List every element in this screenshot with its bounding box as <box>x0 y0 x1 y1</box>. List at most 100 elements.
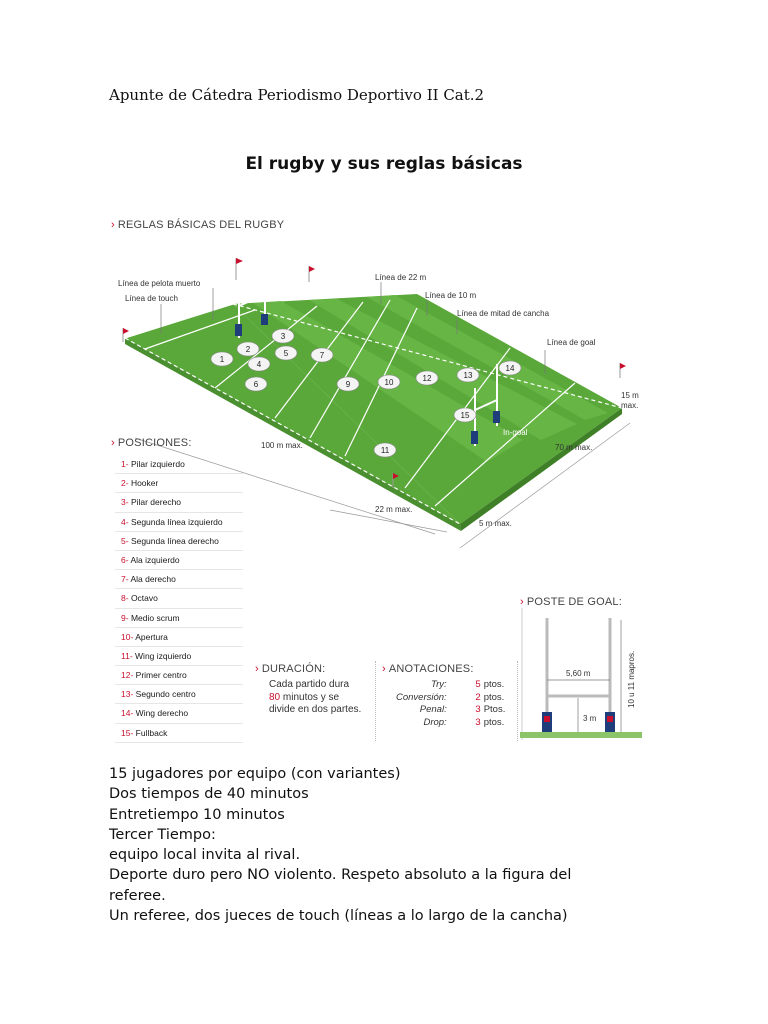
position-number: 1- <box>121 459 129 469</box>
label-touch-line: Línea de touch <box>125 294 178 303</box>
dead-ball-line <box>124 303 234 339</box>
label-distance-22: 22 m max. <box>375 505 412 514</box>
position-item: 8- Octavo <box>115 589 243 609</box>
player-marker: 10 <box>377 374 401 390</box>
position-number: 14- <box>121 708 134 719</box>
goal-post-diagram: 5,60 m 3 m 10 u 11 mapros. <box>520 608 642 740</box>
position-name: Pilar derecho <box>130 497 182 508</box>
player-number: 2 <box>246 345 251 354</box>
rugby-field-diagram: Línea de pelota muerto Línea de touch Lí… <box>118 258 639 549</box>
duration-value: 80 <box>269 691 281 703</box>
goal-line-right <box>434 382 576 507</box>
position-number: 4- <box>121 516 129 527</box>
position-number: 10- <box>121 631 134 642</box>
scores-heading: ›ANOTACIONES: <box>382 663 474 675</box>
duration-heading: ›DURACIÓN: <box>255 663 326 675</box>
figure-heading: ›REGLAS BÁSICAS DEL RUGBY <box>111 219 285 231</box>
position-item: 3- Pilar derecho <box>115 493 243 513</box>
player-marker: 5 <box>274 345 298 361</box>
duration-panel: ›DURACIÓN: Cada partido dura 80 minutos … <box>255 661 376 741</box>
label-line-10: Línea de 10 m <box>425 291 476 300</box>
score-value: 3 <box>475 704 481 715</box>
player-number: 9 <box>346 380 351 389</box>
player-marker: 2 <box>236 341 260 357</box>
player-marker: 1 <box>210 351 234 367</box>
position-name: Medio scrum <box>130 612 180 623</box>
position-number: 11- <box>121 650 133 661</box>
position-number: 2- <box>121 478 129 489</box>
rugby-infographic: ›REGLAS BÁSICAS DEL RUGBY <box>105 208 650 748</box>
position-item: 9- Medio scrum <box>115 609 243 628</box>
goal-width-label: 5,60 m <box>566 669 591 678</box>
corner-flag <box>122 328 129 342</box>
score-label: Drop: <box>423 716 447 728</box>
position-item: 13- Segundo centro <box>115 685 243 705</box>
player-number: 13 <box>464 371 473 380</box>
positions-heading: ›POSICIONES: <box>111 437 192 449</box>
player-marker: 7 <box>310 347 334 363</box>
label-goal-line: Línea de goal <box>547 338 596 347</box>
field-surface-left <box>125 304 460 524</box>
position-number: 8- <box>121 593 129 604</box>
player-marker: 15 <box>453 407 477 423</box>
score-value: 5 <box>475 679 481 690</box>
player-marker: 9 <box>336 376 360 392</box>
label-distance-5: 5 m max. <box>479 519 512 528</box>
position-name: Ala derecho <box>130 574 176 585</box>
position-name: Segunda línea izquierdo <box>130 516 223 527</box>
position-item: 10- Apertura <box>115 628 243 647</box>
goal-post-left <box>235 262 268 338</box>
position-number: 5- <box>121 535 129 546</box>
touch-line-near <box>124 337 461 525</box>
label-width-70: 70 m max. <box>555 443 592 452</box>
position-name: Ala izquierdo <box>130 554 180 565</box>
position-number: 12- <box>121 670 134 681</box>
position-name: Apertura <box>135 631 168 642</box>
goal-post-heading: ›POSTE DE GOAL: <box>520 596 622 608</box>
player-number: 14 <box>506 364 515 373</box>
body-text: 15 jugadores por equipo (con variantes) D… <box>109 764 629 926</box>
position-item: 12- Primer centro <box>115 666 243 686</box>
body-paragraph: 15 jugadores por equipo (con variantes) <box>109 766 401 782</box>
score-label: Conversión: <box>396 691 447 703</box>
line-22-left <box>214 305 318 389</box>
chevron-right-icon: › <box>382 663 386 675</box>
field-stripe <box>309 299 577 440</box>
label-halfway-line: Línea de mitad de cancha <box>457 309 550 318</box>
goal-height-label: 10 u 11 mapros. <box>627 651 636 708</box>
position-number: 6- <box>121 554 129 565</box>
player-number: 6 <box>254 380 259 389</box>
body-paragraph: Un referee, dos jueces de touch (líneas … <box>109 908 568 925</box>
player-number: 10 <box>385 378 394 387</box>
position-name: Wing derecho <box>135 708 189 719</box>
goal-line-left <box>144 309 256 350</box>
position-name: Segunda línea derecho <box>130 535 219 546</box>
position-item: 11- Wing izquierdo <box>115 647 243 667</box>
halfway-line <box>309 299 391 439</box>
player-number: 3 <box>281 332 286 341</box>
score-label: Penal: <box>419 704 447 715</box>
score-label: Try: <box>431 679 447 690</box>
player-number: 5 <box>284 349 289 358</box>
position-number: 13- <box>121 689 134 700</box>
field-edge <box>125 338 461 531</box>
player-number: 12 <box>423 374 432 383</box>
chevron-right-icon: › <box>520 596 524 608</box>
body-paragraph: Entretiempo 10 minutos <box>109 806 285 823</box>
position-item: 1- Pilar izquierdo <box>115 455 243 475</box>
position-item: 6- Ala izquierdo <box>115 551 243 571</box>
label-line-22: Línea de 22 m <box>375 273 426 282</box>
duration-line: 80 minutos y se <box>269 691 340 703</box>
corner-flag <box>619 363 626 378</box>
body-paragraph: Dos tiempos de 40 minutos <box>109 786 309 803</box>
player-number: 7 <box>320 351 325 360</box>
player-marker: 12 <box>415 370 439 386</box>
position-number: 9- <box>121 612 129 623</box>
position-item: 4- Segunda línea izquierdo <box>115 513 243 532</box>
body-paragraph: Tercer Tiempo: <box>109 826 216 843</box>
position-name: Segundo centro <box>135 689 196 700</box>
